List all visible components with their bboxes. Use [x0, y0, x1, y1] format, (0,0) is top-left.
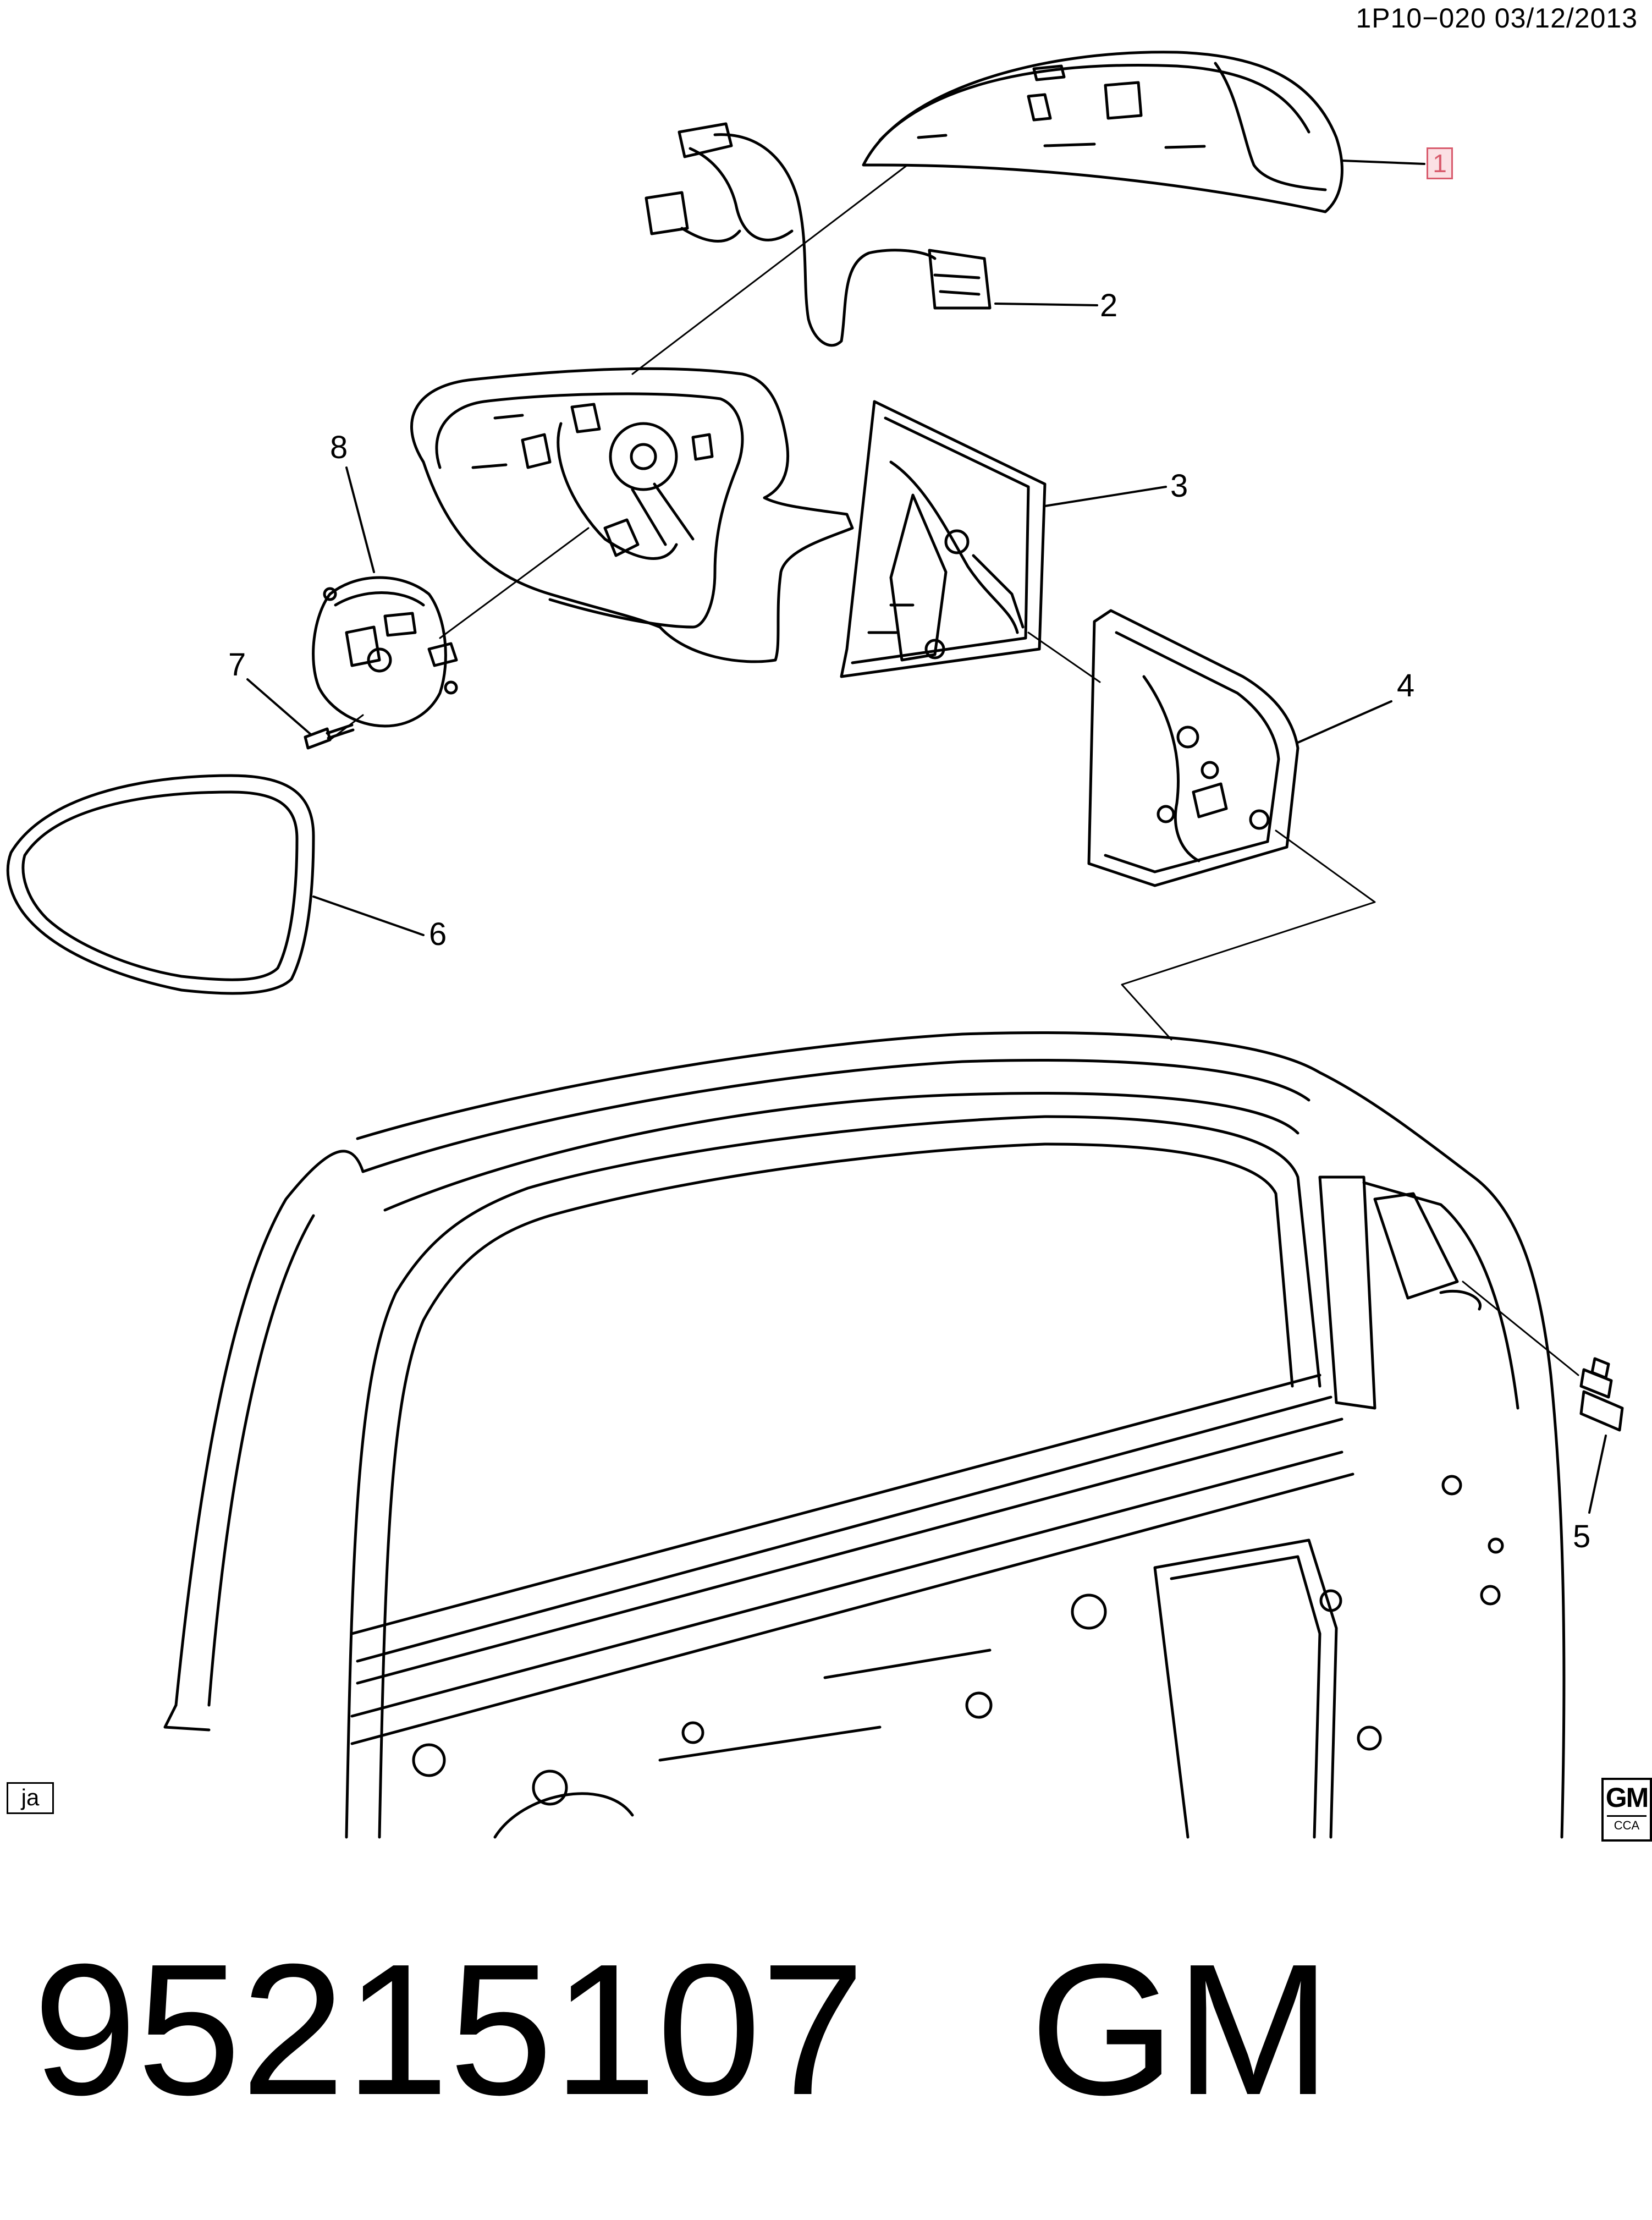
callout-5: 5: [1573, 1519, 1591, 1554]
part-4-backing-plate: [1089, 611, 1298, 886]
part-number: 95215107: [33, 1925, 865, 2134]
gm-logo-mark: GM: [1605, 1782, 1649, 1813]
mirror-housing: [411, 369, 852, 662]
gm-cca-logo: GM CCA: [1601, 1778, 1652, 1842]
language-tag: ja: [7, 1782, 54, 1814]
callout-2: 2: [1100, 288, 1118, 323]
part-3-mirror-bracket: [841, 402, 1045, 677]
brand-name: GM: [1029, 1925, 1331, 2134]
callout-7: 7: [228, 647, 246, 683]
callout-3: 3: [1170, 468, 1188, 504]
part-2-wiring-harness: [646, 124, 990, 345]
callout-4: 4: [1397, 668, 1415, 704]
gm-logo-subtext: CCA: [1607, 1815, 1647, 1834]
callout-6: 6: [429, 916, 447, 952]
part-5-bolt: [1581, 1359, 1622, 1430]
callout-1: 1: [1427, 147, 1453, 179]
part-1-mirror-cover: [863, 52, 1342, 212]
door-frame: [165, 1033, 1564, 1837]
callout-8: 8: [330, 430, 348, 465]
drawing-reference: 1P10−020 03/12/2013: [1356, 3, 1638, 34]
leader-lines: [247, 161, 1606, 1513]
part-8-actuator: [313, 578, 456, 726]
part-6-mirror-glass: [8, 776, 313, 993]
